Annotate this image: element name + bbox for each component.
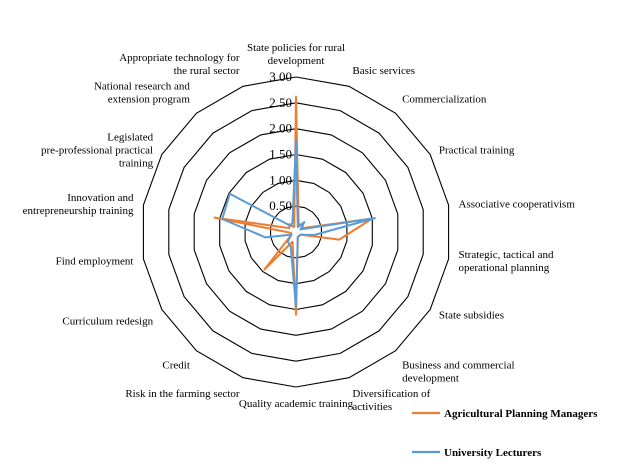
axis-label-curriculum-redesign: Curriculum redesign	[62, 316, 153, 328]
legend-label-agricultural-planning-managers: Agricultural Planning Managers	[444, 408, 598, 420]
axis-label-credit: Credit	[162, 359, 190, 371]
tick-label: 0.50	[269, 198, 292, 213]
axis-label-risk-in-the-farming-sector: Risk in the farming sector	[125, 388, 240, 400]
axis-label-commercialization: Commercialization	[402, 94, 487, 106]
legend: Agricultural Planning Managers Universit…	[412, 408, 598, 459]
legend-label-university-lecturers: University Lecturers	[444, 447, 542, 459]
tick-label: 1.50	[269, 147, 292, 162]
axis-label-quality-academic-training: Quality academic training	[239, 398, 354, 410]
axis-label-find-employment: Find employment	[56, 256, 134, 268]
tick-label: 3.00	[269, 69, 292, 84]
tick-label: 2.00	[269, 121, 292, 136]
axis-label-associative-cooperativism: Associative cooperativism	[459, 198, 576, 210]
radial-tick-labels: 0.50 1.00 1.50 2.00 2.50 3.00	[269, 69, 292, 213]
radar-series	[213, 95, 376, 316]
grid-ring-1	[270, 205, 322, 259]
series-line-university-lecturers	[221, 139, 376, 308]
axis-label-basic-services: Basic services	[352, 65, 415, 77]
tick-label: 1.00	[269, 172, 292, 187]
axis-label-state-subsidies: State subsidies	[439, 310, 504, 322]
grid-ring-6	[142, 76, 450, 388]
tick-label: 2.50	[269, 95, 292, 110]
grid-ring-4	[193, 128, 399, 336]
grid-ring-5	[168, 102, 424, 362]
axis-label-practical-training: Practical training	[439, 145, 515, 157]
